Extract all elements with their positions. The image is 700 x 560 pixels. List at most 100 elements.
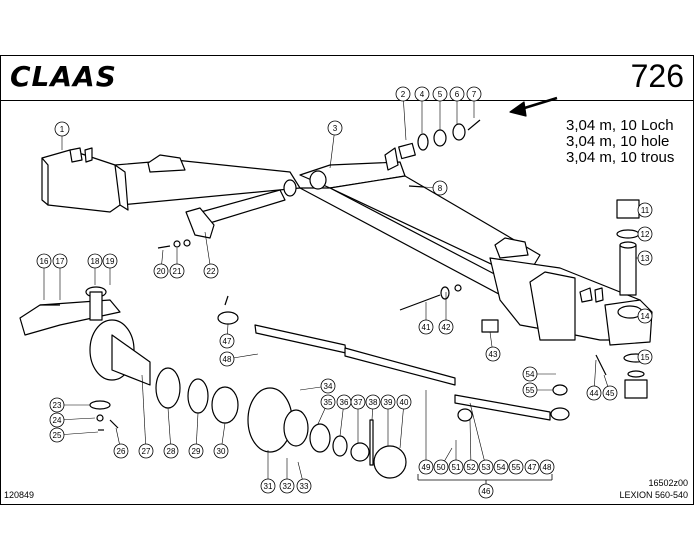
svg-text:48: 48 [543, 463, 552, 472]
svg-text:8: 8 [438, 184, 443, 193]
svg-text:54: 54 [497, 463, 506, 472]
callout-29[interactable]: 29 [188, 443, 204, 459]
callout-19[interactable]: 19 [102, 253, 118, 269]
svg-text:21: 21 [173, 267, 182, 276]
callout-55[interactable]: 55 [522, 382, 538, 398]
callout-13[interactable]: 13 [637, 250, 653, 266]
callout-32[interactable]: 32 [279, 478, 295, 494]
svg-text:35: 35 [324, 398, 333, 407]
description-line-de: 3,04 m, 10 Loch [566, 117, 674, 134]
callout-43[interactable]: 43 [485, 346, 501, 362]
svg-text:37: 37 [354, 398, 363, 407]
svg-text:32: 32 [283, 482, 292, 491]
callout-30[interactable]: 30 [213, 443, 229, 459]
callout-17[interactable]: 17 [52, 253, 68, 269]
svg-text:24: 24 [53, 416, 62, 425]
small-parts-left [40, 239, 607, 431]
svg-text:20: 20 [157, 267, 166, 276]
callout-group46-47[interactable]: 47 [524, 459, 540, 475]
steering-shaft [185, 170, 327, 239]
bushing-set-top [398, 119, 481, 188]
callout-35[interactable]: 35 [320, 394, 336, 410]
callout-28[interactable]: 28 [163, 443, 179, 459]
long-bolt [399, 284, 499, 333]
callout-5[interactable]: 5 [432, 86, 448, 102]
callout-46[interactable]: 46 [478, 483, 494, 499]
svg-text:54: 54 [526, 370, 535, 379]
callout-22[interactable]: 22 [203, 263, 219, 279]
callout-48[interactable]: 48 [219, 351, 235, 367]
callout-34[interactable]: 34 [320, 378, 336, 394]
callout-45[interactable]: 45 [602, 385, 618, 401]
callout-40[interactable]: 40 [396, 394, 412, 410]
callout-14[interactable]: 14 [637, 308, 653, 324]
callout-37[interactable]: 37 [350, 394, 366, 410]
svg-text:26: 26 [117, 447, 126, 456]
callout-6[interactable]: 6 [449, 86, 465, 102]
callout-26[interactable]: 26 [113, 443, 129, 459]
callout-23[interactable]: 23 [49, 397, 65, 413]
callout-33[interactable]: 33 [296, 478, 312, 494]
callout-38[interactable]: 38 [365, 394, 381, 410]
callout-51[interactable]: 51 [448, 459, 464, 475]
callout-8[interactable]: 8 [432, 180, 448, 196]
callout-4[interactable]: 4 [414, 86, 430, 102]
track-rod-left [217, 295, 347, 354]
callout-24[interactable]: 24 [49, 412, 65, 428]
kingpin-set-right [616, 199, 640, 296]
direction-arrow-icon [509, 96, 558, 117]
svg-text:17: 17 [56, 257, 65, 266]
callout-21[interactable]: 21 [169, 263, 185, 279]
callout-41[interactable]: 41 [418, 319, 434, 335]
callout-group46-54[interactable]: 54 [493, 459, 509, 475]
callout-50[interactable]: 50 [433, 459, 449, 475]
callout-27[interactable]: 27 [138, 443, 154, 459]
callout-44[interactable]: 44 [586, 385, 602, 401]
svg-text:27: 27 [142, 447, 151, 456]
callout-53[interactable]: 53 [478, 459, 494, 475]
svg-text:12: 12 [641, 230, 650, 239]
svg-text:7: 7 [472, 90, 477, 99]
svg-text:2: 2 [401, 90, 406, 99]
callout-49[interactable]: 49 [418, 459, 434, 475]
svg-text:46: 46 [482, 487, 491, 496]
callout-16[interactable]: 16 [36, 253, 52, 269]
svg-text:53: 53 [482, 463, 491, 472]
leader-line-2 [402, 93, 407, 141]
svg-text:18: 18 [91, 257, 100, 266]
callout-group46-48[interactable]: 48 [539, 459, 555, 475]
leader-line-27 [141, 374, 147, 452]
svg-text:33: 33 [300, 482, 309, 491]
svg-text:30: 30 [217, 447, 226, 456]
callout-42[interactable]: 42 [438, 319, 454, 335]
callout-18[interactable]: 18 [87, 253, 103, 269]
callout-2[interactable]: 2 [395, 86, 411, 102]
callout-52[interactable]: 52 [463, 459, 479, 475]
callout-3[interactable]: 3 [327, 120, 343, 136]
callout-31[interactable]: 31 [260, 478, 276, 494]
callout-group46-55[interactable]: 55 [508, 459, 524, 475]
svg-text:44: 44 [590, 389, 599, 398]
leader-line-40 [399, 401, 405, 449]
callout-25[interactable]: 25 [49, 427, 65, 443]
svg-text:23: 23 [53, 401, 62, 410]
track-rod-right [344, 347, 570, 422]
callout-1[interactable]: 1 [54, 121, 70, 137]
callout-11[interactable]: 11 [637, 202, 653, 218]
callout-20[interactable]: 20 [153, 263, 169, 279]
svg-text:5: 5 [438, 90, 443, 99]
callout-12[interactable]: 12 [637, 226, 653, 242]
svg-text:52: 52 [467, 463, 476, 472]
callout-39[interactable]: 39 [380, 394, 396, 410]
svg-text:25: 25 [53, 431, 62, 440]
callout-47[interactable]: 47 [219, 333, 235, 349]
svg-text:45: 45 [606, 389, 615, 398]
callout-36[interactable]: 36 [336, 394, 352, 410]
callout-15[interactable]: 15 [637, 349, 653, 365]
svg-text:36: 36 [340, 398, 349, 407]
leader-line-52 [469, 419, 472, 468]
callout-7[interactable]: 7 [466, 86, 482, 102]
callout-54[interactable]: 54 [522, 366, 538, 382]
